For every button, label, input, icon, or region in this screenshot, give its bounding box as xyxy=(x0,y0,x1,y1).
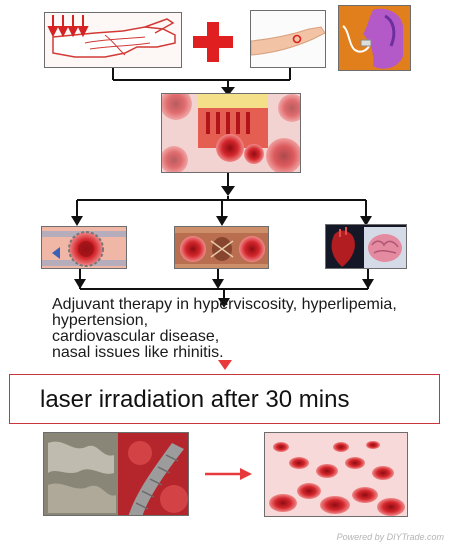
arrow-head xyxy=(360,216,372,226)
laser-irradiation-label: laser irradiation after 30 mins xyxy=(40,386,350,413)
hand-irradiation-image xyxy=(44,12,182,68)
red-arrow-head xyxy=(218,360,232,370)
arrow-head xyxy=(71,216,83,226)
wrist-watch-image xyxy=(250,10,326,68)
arrow-head xyxy=(216,216,228,226)
single-blood-cell-image xyxy=(41,226,127,269)
arrow-head xyxy=(74,279,86,289)
arrow-head xyxy=(221,87,235,96)
therapy-line-1: Adjuvant therapy in hyperviscosity, hype… xyxy=(52,296,397,313)
before-laser-blood-image xyxy=(43,432,189,516)
nasal-device-image xyxy=(338,5,411,71)
arrow-head xyxy=(362,279,374,289)
red-right-arrow xyxy=(205,468,252,480)
watermark: Powered by DIYTrade.com xyxy=(336,532,444,542)
arrow-head xyxy=(221,186,235,196)
therapy-description: Adjuvant therapy in hyperviscosity, hype… xyxy=(52,297,452,361)
arrow-head xyxy=(212,279,224,289)
therapy-line-2: hypertension, xyxy=(52,312,149,329)
laser-irradiation-box: laser irradiation after 30 mins xyxy=(9,374,440,424)
arrow-head xyxy=(218,298,230,308)
blood-cells-vessel-image xyxy=(174,226,269,269)
plus-icon xyxy=(193,22,233,62)
after-laser-blood-image xyxy=(264,432,408,517)
therapy-line-4: nasal issues like rhinitis. xyxy=(52,344,224,361)
therapy-line-3: cardiovascular disease, xyxy=(52,328,220,345)
blood-vessel-laser-image xyxy=(161,93,301,173)
heart-brain-image xyxy=(325,224,407,269)
